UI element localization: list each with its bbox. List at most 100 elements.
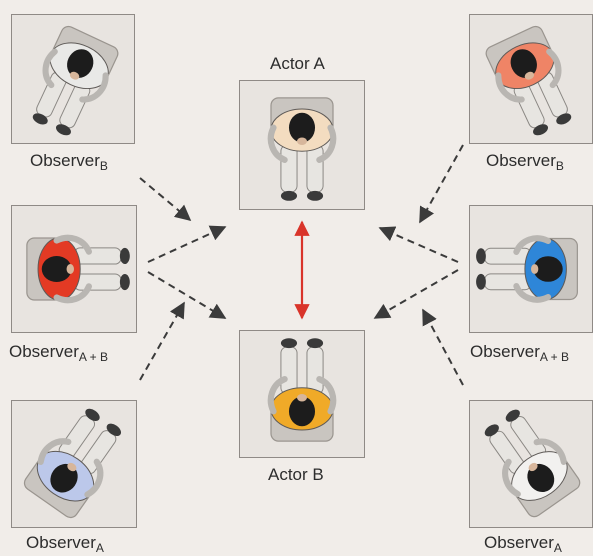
nose	[297, 394, 307, 402]
left-arm	[42, 48, 58, 89]
arrow-observer-ab-right-to-actor-a	[378, 226, 459, 263]
actor-a-figure	[267, 97, 337, 201]
observer-a-right-label-text: Observer	[484, 533, 554, 552]
right-arm	[513, 283, 552, 303]
head	[533, 256, 563, 282]
nose	[69, 71, 80, 80]
left-arm	[84, 458, 104, 498]
observer-a-left-label: ObserverA	[26, 533, 104, 555]
nose	[524, 71, 535, 80]
person	[26, 234, 130, 304]
arrow-observer-b-left-to-actor-a	[139, 177, 192, 222]
nose	[66, 264, 74, 274]
right-leg	[280, 346, 298, 395]
left-shoe	[505, 409, 520, 422]
observer-ab-left-label-sub: A + B	[78, 350, 108, 364]
left-shoe	[533, 124, 549, 136]
observer-b-left-panel	[11, 14, 135, 144]
arrow-observer-ab-right-to-actor-b	[373, 269, 459, 319]
right-arm	[37, 438, 72, 465]
observer-a-right-figure	[484, 409, 581, 518]
head	[50, 463, 78, 493]
left-shoe	[280, 190, 298, 201]
nose	[297, 137, 307, 145]
observer-a-right-label: ObserverA	[484, 533, 562, 555]
left-shoe	[476, 248, 486, 265]
person	[32, 25, 119, 136]
observer-b-left-figure	[32, 25, 119, 136]
person	[267, 338, 337, 442]
actor-a-label: Actor A	[270, 54, 325, 73]
observer-a-left-panel	[11, 400, 137, 528]
nose	[531, 264, 539, 274]
left-arm	[533, 438, 567, 465]
head	[527, 463, 555, 493]
right-shoe	[85, 408, 100, 422]
left-leg	[484, 247, 532, 265]
right-arm	[267, 376, 288, 415]
left-shoe	[119, 273, 130, 291]
nose	[528, 462, 538, 472]
left-arm	[513, 235, 552, 255]
person	[484, 409, 581, 518]
observer-a-left-figure	[23, 408, 122, 519]
right-shoe	[476, 273, 486, 290]
right-shoe	[55, 124, 71, 136]
head	[67, 49, 94, 78]
observer-b-right-label-sub: B	[555, 159, 564, 173]
left-leg	[73, 273, 122, 291]
arrow-observer-a-right-to-actor-b	[422, 308, 464, 386]
right-arm	[502, 458, 521, 498]
nose	[67, 462, 77, 472]
head	[288, 112, 316, 143]
actor-a-panel	[239, 80, 365, 210]
left-leg	[306, 346, 324, 395]
actor-b-panel	[239, 330, 365, 458]
observer-b-right-label-text: Observer	[486, 151, 556, 170]
observer-b-right-label: ObserverB	[486, 151, 564, 173]
observer-a-left-label-text: Observer	[26, 533, 96, 552]
right-shoe	[306, 190, 324, 201]
arrow-observer-ab-left-to-actor-b	[147, 271, 227, 319]
person	[476, 235, 578, 303]
observer-ab-right-figure	[476, 235, 578, 303]
left-shoe	[106, 423, 122, 436]
right-leg	[306, 144, 324, 193]
right-shoe	[484, 424, 499, 437]
arrow-observer-ab-left-to-actor-a	[147, 225, 227, 263]
left-arm	[316, 376, 337, 415]
left-arm	[495, 72, 525, 103]
observer-ab-right-label: ObserverA + B	[470, 342, 569, 364]
observer-ab-right-label-sub: A + B	[539, 350, 569, 364]
left-shoe	[32, 113, 48, 125]
observer-a-left-label-sub: A	[95, 541, 104, 555]
observer-b-left-label-sub: B	[99, 159, 108, 173]
head	[41, 255, 72, 283]
left-arm	[53, 283, 92, 304]
person	[23, 408, 122, 519]
observer-ab-left-panel	[11, 205, 137, 333]
right-shoe	[556, 113, 572, 125]
observer-ab-left-figure	[26, 234, 130, 304]
actor-b-figure	[267, 338, 337, 442]
left-arm	[267, 124, 288, 163]
person	[485, 25, 572, 136]
right-leg	[73, 247, 122, 265]
observer-b-left-label: ObserverB	[30, 151, 108, 173]
observer-b-left-label-text: Observer	[30, 151, 100, 170]
observer-ab-left-label-text: Observer	[9, 342, 79, 361]
actor-b-label: Actor B	[268, 465, 324, 484]
head	[288, 396, 316, 427]
observer-ab-right-label-text: Observer	[470, 342, 540, 361]
arrow-observer-a-left-to-actor-b	[139, 301, 185, 381]
right-shoe	[119, 247, 130, 265]
observer-b-right-panel	[469, 14, 593, 144]
left-shoe	[306, 338, 324, 349]
observer-a-right-label-sub: A	[553, 541, 562, 555]
right-leg	[484, 273, 532, 291]
right-arm	[546, 48, 562, 89]
left-leg	[280, 144, 298, 193]
observer-b-right-figure	[485, 25, 572, 136]
